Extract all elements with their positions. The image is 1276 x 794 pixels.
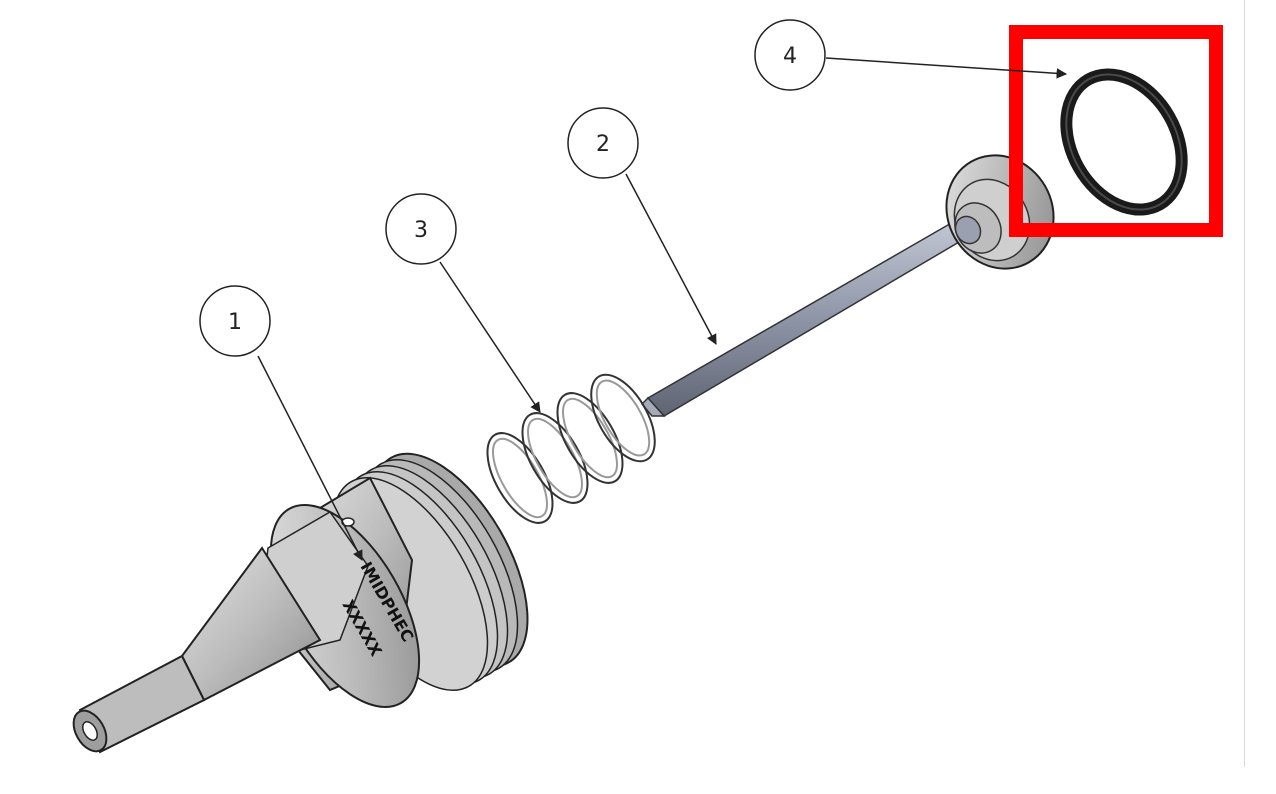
pin-tip (640, 396, 666, 417)
highlight-box (1009, 25, 1223, 237)
panel-divider (1244, 0, 1245, 767)
balloon-4: 4 (754, 19, 826, 91)
spring-coil (590, 373, 656, 463)
part-2-pin (640, 154, 1055, 417)
spring-coil (486, 432, 554, 524)
spring-coil (492, 437, 548, 519)
balloon-3-label: 3 (414, 218, 428, 243)
balloon-3: 3 (385, 193, 457, 265)
spring-coil (527, 417, 583, 499)
leader-line-3 (439, 261, 541, 413)
leader-line-2 (625, 173, 717, 345)
balloon-4-label: 4 (783, 44, 797, 69)
part-1-nozzle-body: IMIDPHEC XXXXX (72, 452, 529, 754)
balloon-1: 1 (199, 285, 271, 357)
balloon-2: 2 (567, 107, 639, 179)
part-4-oring (1060, 68, 1188, 216)
part-3-spring (486, 373, 656, 524)
leader-line-1 (257, 355, 363, 561)
pin-head (945, 154, 1055, 270)
pin-rod (646, 217, 978, 417)
balloon-1-label: 1 (228, 310, 242, 335)
spring-coil (521, 412, 589, 504)
balloon-2-label: 2 (596, 132, 610, 157)
spring-coil (595, 379, 651, 457)
leader-line-4 (825, 57, 1068, 79)
spring-coil (556, 392, 624, 484)
spring-coil (562, 397, 618, 479)
